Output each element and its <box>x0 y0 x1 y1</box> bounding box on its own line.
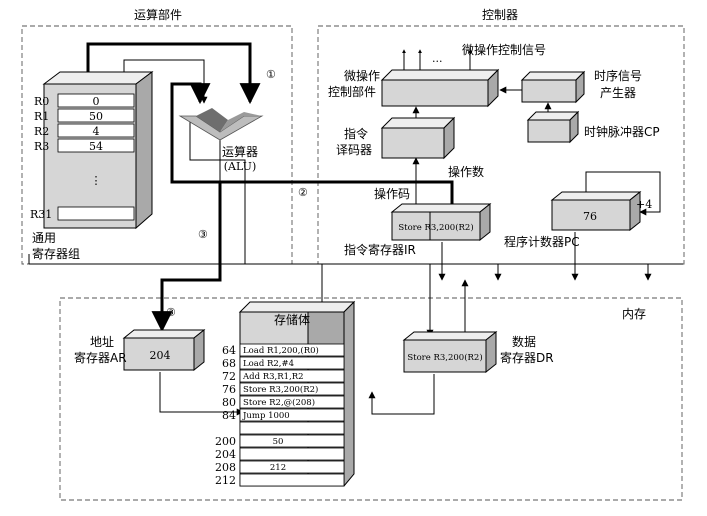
memory-address: 80 <box>222 396 236 409</box>
step-marker: ③ <box>166 306 176 319</box>
register-value: 50 <box>89 110 103 123</box>
memory-address: 212 <box>215 474 236 487</box>
ar-value: 204 <box>150 349 171 362</box>
micro-signals-dots: ... <box>432 52 443 65</box>
memory-content: Load R2,#4 <box>243 359 294 369</box>
opcode-label: 操作码 <box>374 186 410 201</box>
register-labels: R0 0 R1 50 R2 4 R3 54 ⋮ R31 通用 寄存器组 <box>30 95 103 261</box>
memory-content: Jump 1000 <box>242 411 290 421</box>
register-name: R1 <box>34 110 49 123</box>
clock-generator <box>526 110 580 144</box>
micro-control-label: 控制部件 <box>328 84 376 99</box>
step-marker: ② <box>298 186 308 199</box>
memory-cell <box>239 447 345 461</box>
ir-label: 指令寄存器IR <box>344 242 416 257</box>
memory-cell <box>239 473 345 487</box>
memory-content: 212 <box>270 463 286 473</box>
decoder-label: 译码器 <box>336 143 372 157</box>
pc-increment: +4 <box>636 198 652 211</box>
memory-cell <box>239 395 345 409</box>
timing-label: 时序信号 <box>594 68 642 83</box>
register-name: R3 <box>34 140 49 153</box>
thick-paths <box>86 42 454 333</box>
register-name: R2 <box>34 125 49 138</box>
memory-section-title: 内存 <box>622 307 646 321</box>
timing-label: 产生器 <box>600 86 636 100</box>
decoder-label: 指令 <box>344 126 368 141</box>
memory-title: 存储体 <box>274 312 310 327</box>
ir-content: Store R3,200(R2) <box>398 222 473 233</box>
memory-address: 84 <box>222 409 236 422</box>
register-value: 0 <box>93 95 100 108</box>
dr-label: 数据 <box>512 334 536 349</box>
alu-label: 运算器 <box>222 144 258 159</box>
memory-cell <box>239 382 345 396</box>
memory-content: Store R2,@(208) <box>243 397 315 408</box>
memory-address: 72 <box>222 370 236 383</box>
alu-shape <box>178 108 264 141</box>
memory-address: 204 <box>215 448 236 461</box>
micro-control-label: 微操作 <box>344 68 380 83</box>
memory-cell <box>239 408 345 422</box>
step-marker: ③ <box>198 228 208 241</box>
alu-label: (ALU) <box>224 160 257 173</box>
memory-content: Load R1,200,(R0) <box>243 345 319 356</box>
memory-content: 50 <box>273 437 284 447</box>
general-register-file <box>42 71 154 230</box>
bus-lines <box>28 49 683 416</box>
memory-content: Store R3,200(R2) <box>243 384 318 395</box>
memory-cell <box>239 421 345 435</box>
memory-content: Add R3,R1,R2 <box>242 372 304 382</box>
clock-label: 时钟脉冲器CP <box>584 124 660 139</box>
pc-value: 76 <box>583 210 597 223</box>
register-value: 4 <box>93 125 100 138</box>
register-value: 54 <box>89 140 103 153</box>
memory-address: 76 <box>222 383 236 396</box>
memory-address: 200 <box>215 435 236 448</box>
alu-section-title: 运算部件 <box>134 7 182 22</box>
memory-cell <box>239 460 345 474</box>
micro-signals-label: 微操作控制信号 <box>462 42 546 57</box>
pc-label: 程序计数器PC <box>504 234 580 249</box>
memory-address: 64 <box>222 344 236 357</box>
register-name: R0 <box>34 95 49 108</box>
program-counter <box>550 190 642 232</box>
micro-control-unit <box>380 68 500 108</box>
data-register <box>402 330 498 374</box>
memory-cell <box>239 369 345 383</box>
memory-cell <box>239 434 345 448</box>
ar-label: 地址 <box>90 335 114 349</box>
dr-label: 寄存器DR <box>500 350 554 365</box>
memory-section-frame <box>59 297 683 501</box>
dr-content: Store R3,200(R2) <box>407 352 482 363</box>
operand-label: 操作数 <box>448 164 484 179</box>
memory-cell <box>239 343 345 357</box>
timing-generator <box>520 70 586 104</box>
ar-label: 寄存器AR <box>74 350 127 365</box>
control-section-title: 控制器 <box>482 8 518 22</box>
memory-address: 68 <box>222 357 236 370</box>
gpr-label: 通用 <box>32 231 56 245</box>
instruction-decoder <box>380 116 456 160</box>
register-ellipsis: ⋮ <box>91 174 102 187</box>
memory-cell <box>239 356 345 370</box>
memory-address: 208 <box>215 461 236 474</box>
gpr-label: 寄存器组 <box>32 246 80 261</box>
address-register <box>122 328 206 372</box>
instruction-register <box>390 202 492 242</box>
register-name-last: R31 <box>30 208 52 221</box>
step-marker: ① <box>266 68 276 81</box>
